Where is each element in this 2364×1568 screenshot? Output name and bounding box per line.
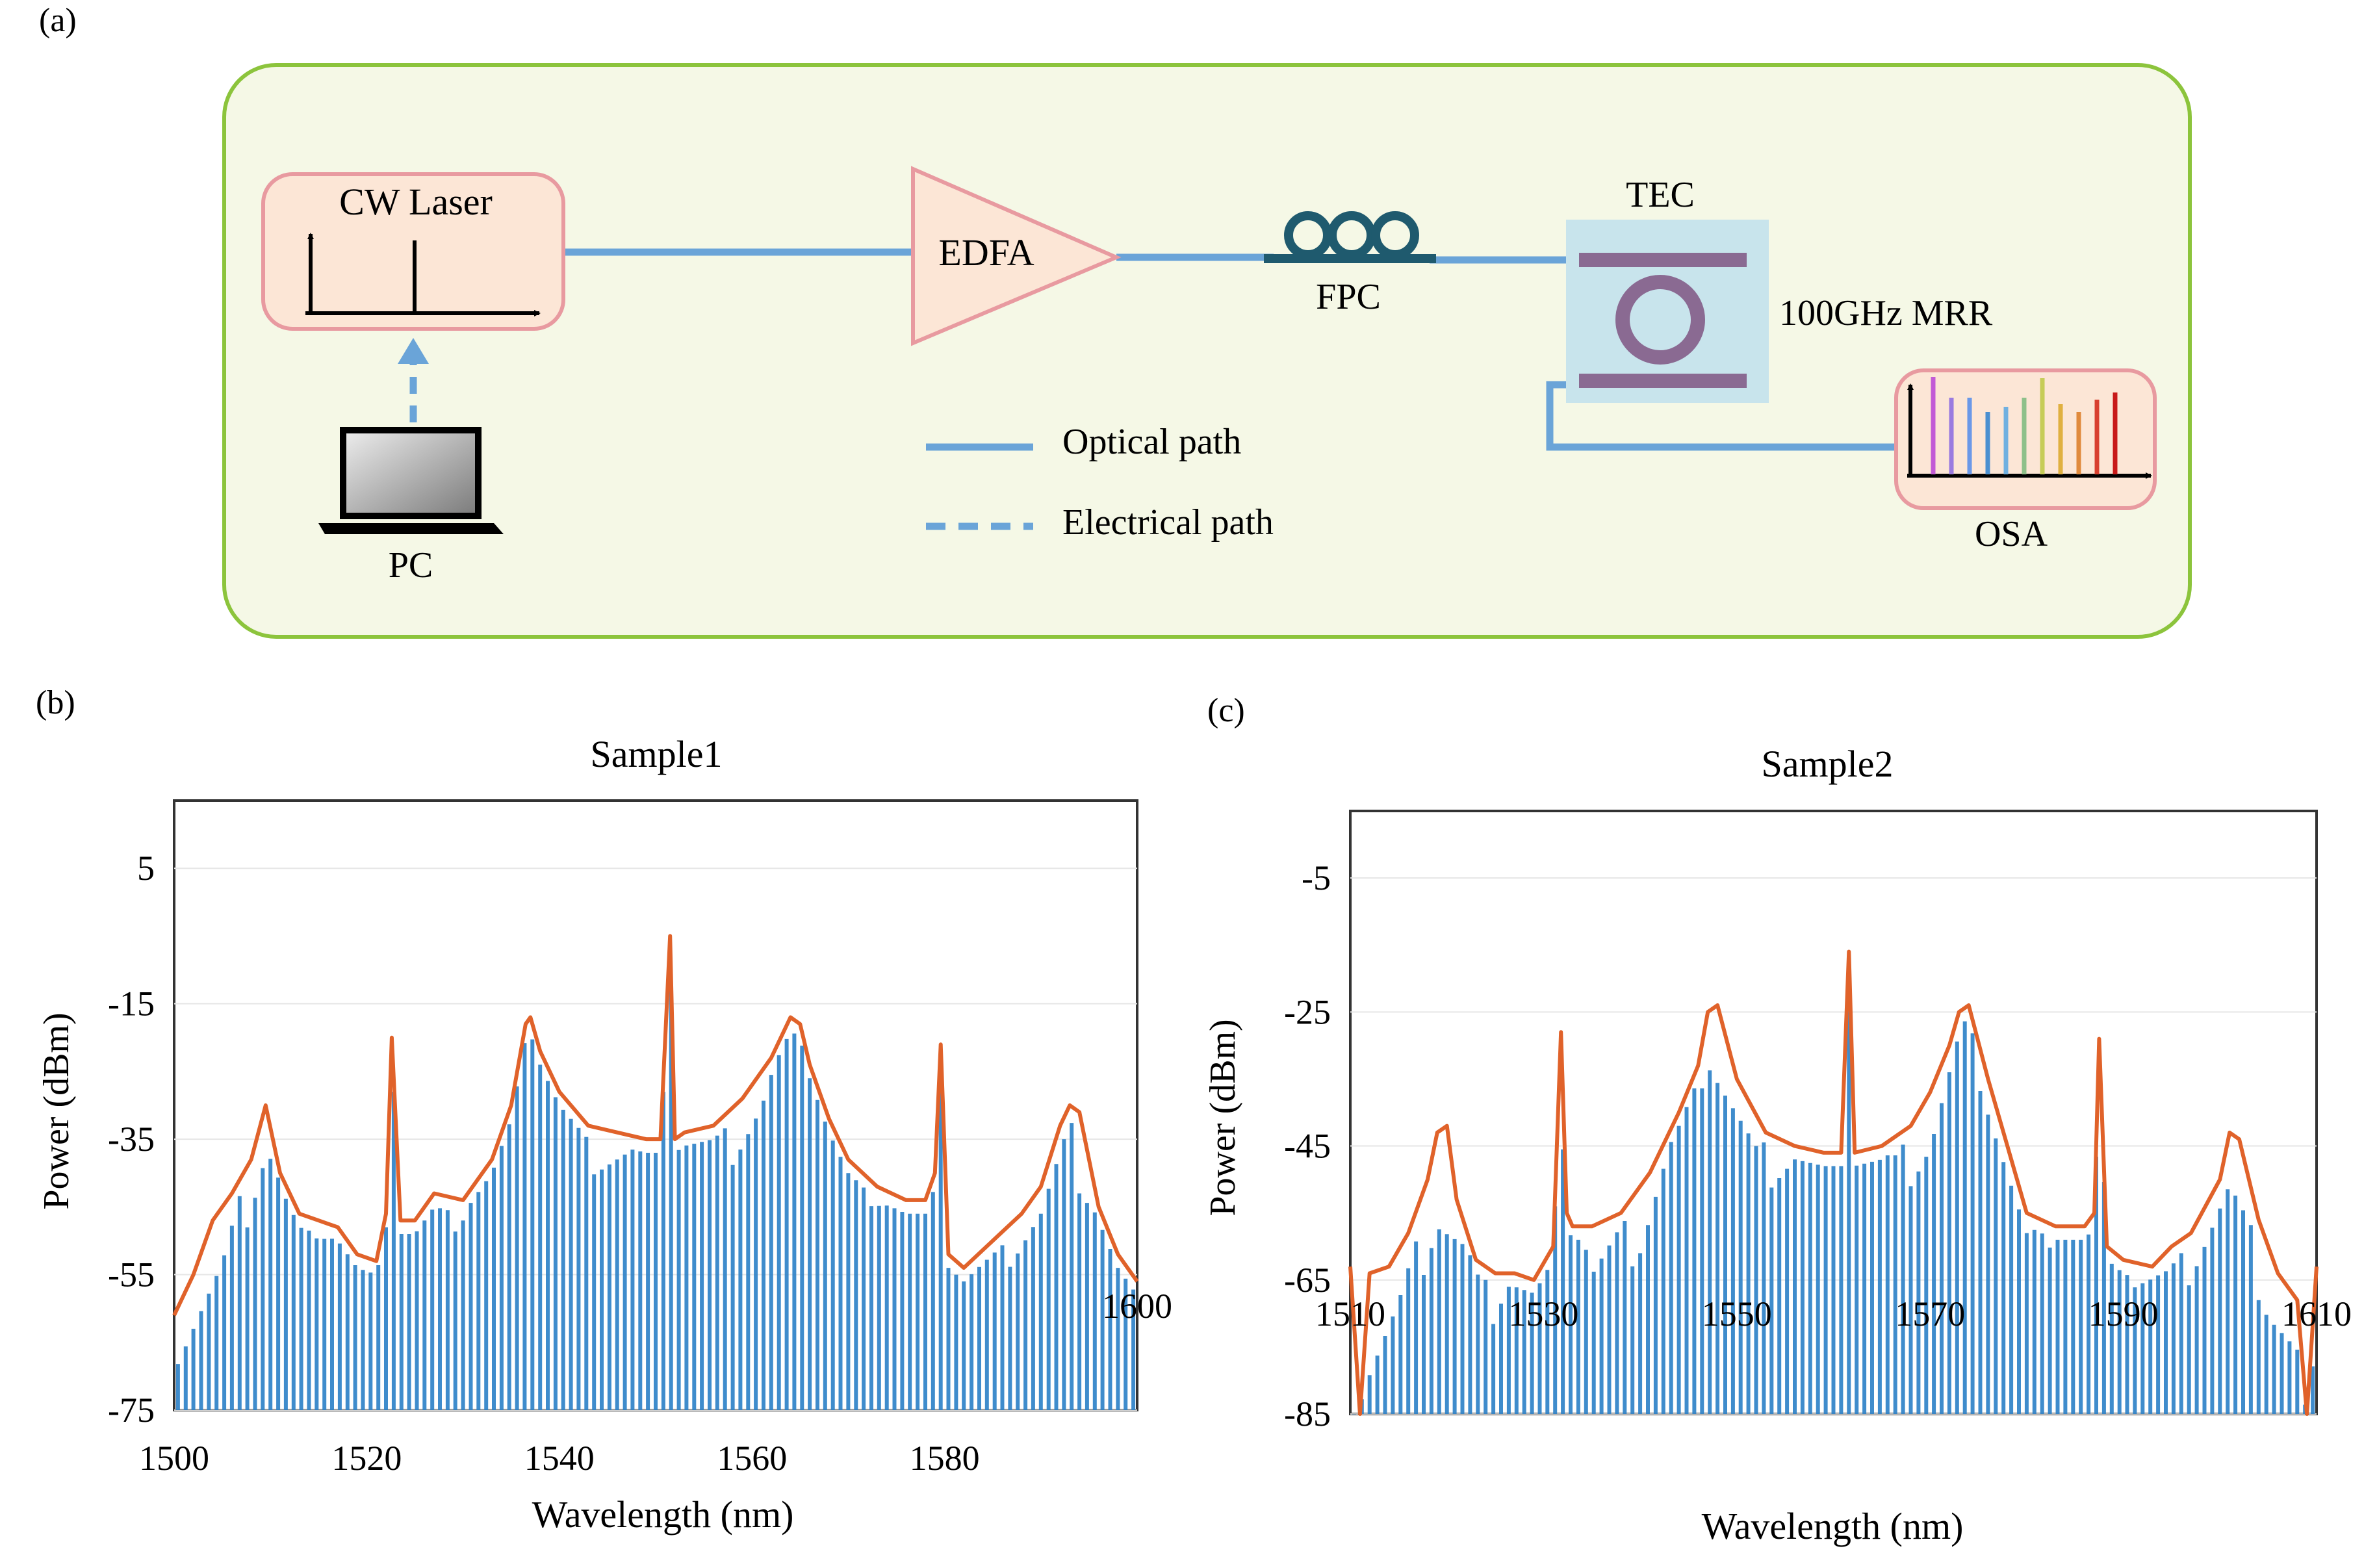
chart-sample1: (b) Sample1 Power (dBm) Wavelength (nm) … [36, 684, 1172, 1536]
x-tick-label: 1570 [1895, 1294, 1965, 1333]
electrical-path-arrow [398, 338, 429, 364]
cw-laser-label: CW Laser [339, 181, 493, 223]
y-tick-label: -65 [1284, 1261, 1331, 1300]
edfa-label: EDFA [938, 231, 1034, 274]
mrr-ring [1579, 253, 1747, 388]
chart-c-ylabel: Power (dBm) [1203, 1019, 1243, 1216]
osa-spectrum-bars [1931, 377, 2118, 474]
y-tick-label: -45 [1284, 1127, 1331, 1166]
x-tick-label: 1520 [331, 1439, 402, 1478]
y-tick-label: -15 [108, 984, 155, 1023]
envelope-trace [172, 934, 1139, 1317]
chart-b-plot: 5 -15 -35 -55 -75 1500 1520 1540 1560 1580 1600 [108, 799, 1172, 1478]
chart-c-xlabel: Wavelength (nm) [1702, 1505, 1964, 1547]
fpc-icon [1264, 211, 1436, 263]
tec-label: TEC [1626, 175, 1695, 215]
x-tick-label: 1510 [1315, 1294, 1385, 1333]
comb-spectrum-lines [1352, 985, 2315, 1415]
optical-path-lines [564, 248, 1897, 451]
x-tick-label: 1600 [1102, 1287, 1172, 1326]
mrr-label: 100GHz MRR [1779, 293, 1993, 333]
panel-c-label: (c) [1207, 692, 1245, 729]
y-tick-label: 5 [137, 849, 155, 888]
pc-label: PC [389, 545, 433, 585]
envelope-trace [1348, 949, 2319, 1416]
chart-b-ylabel: Power (dBm) [36, 1012, 77, 1209]
x-tick-label: 1530 [1508, 1294, 1578, 1333]
osa-box [1894, 368, 2157, 510]
pc-laptop-icon [318, 427, 504, 534]
legend-electrical-label: Electrical path [1062, 502, 1274, 543]
setup-panel [222, 63, 2192, 639]
tec-stage [1566, 220, 1769, 403]
x-tick-label: 1610 [2281, 1294, 2352, 1333]
edfa-amplifier: EDFA [911, 166, 1122, 346]
legend-optical-label: Optical path [1062, 422, 1241, 462]
chart-b-title: Sample1 [591, 733, 723, 775]
x-tick-label: 1580 [910, 1439, 980, 1478]
x-tick-label: 1590 [2088, 1294, 2159, 1333]
y-tick-label: -75 [108, 1391, 155, 1430]
y-tick-label: -55 [108, 1255, 155, 1294]
chart-c-title: Sample2 [1762, 743, 1894, 785]
y-tick-label: -85 [1284, 1394, 1331, 1433]
x-tick-label: 1560 [717, 1439, 787, 1478]
x-tick-label: 1540 [524, 1439, 595, 1478]
y-tick-label: -35 [108, 1120, 155, 1159]
comb-spectrum-lines [175, 990, 1136, 1410]
chart-b-xlabel: Wavelength (nm) [532, 1493, 794, 1536]
osa-label: OSA [1975, 514, 2048, 554]
chart-c-plot: -5 -25 -45 -65 -85 1510 1530 1550 1570 1590 1610 [1284, 810, 2352, 1433]
cw-laser-box: CW Laser [261, 172, 565, 331]
x-tick-label: 1500 [139, 1439, 209, 1478]
fpc-label: FPC [1316, 277, 1381, 317]
y-tick-label: -25 [1284, 992, 1331, 1031]
chart-sample2: (c) Sample2 Power (dBm) Wavelength (nm) … [1203, 692, 2352, 1547]
panel-a-label: (a) [39, 2, 77, 39]
y-tick-label: -5 [1302, 858, 1331, 897]
panel-b-label: (b) [36, 684, 75, 721]
x-tick-label: 1550 [1702, 1294, 1772, 1333]
path-legend: Optical path Electrical path [926, 422, 1274, 543]
